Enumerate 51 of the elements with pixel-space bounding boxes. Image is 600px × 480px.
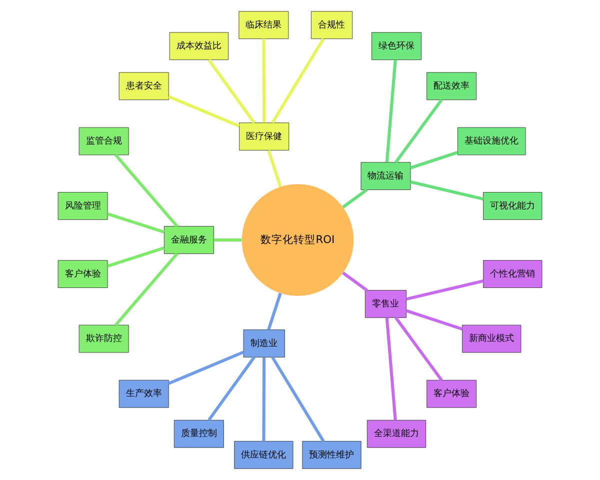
node-box: 个性化营销 — [483, 260, 542, 288]
node-box: 配送效率 — [426, 72, 477, 100]
node-circle: 数字化转型ROI — [242, 184, 354, 296]
node-box: 基础设施优化 — [457, 127, 526, 156]
node-box: 全渠道能力 — [366, 420, 426, 448]
connector — [107, 212, 164, 234]
connector — [107, 246, 164, 268]
connector — [168, 95, 240, 128]
connector — [342, 272, 368, 292]
connector — [214, 238, 242, 242]
connector — [271, 356, 325, 442]
node-box: 成本效益比 — [169, 32, 228, 60]
connector — [208, 59, 256, 124]
node-box: 医疗保健 — [239, 122, 290, 150]
node-box: 患者安全 — [118, 72, 169, 100]
node-box: 监管合规 — [78, 127, 129, 156]
connector — [114, 252, 178, 326]
node-box: 供应链优化 — [234, 440, 294, 469]
connector — [114, 154, 178, 228]
connector — [262, 357, 266, 442]
node-box: 制造业 — [243, 330, 285, 358]
connector — [267, 150, 282, 188]
node-box: 金融服务 — [164, 226, 214, 254]
connector — [262, 38, 266, 123]
node-box: 新商业模式 — [462, 324, 522, 353]
node-box: 客户体验 — [58, 260, 108, 288]
node-box: 客户体验 — [426, 380, 477, 408]
node-box: 风险管理 — [58, 192, 108, 220]
node-box: 生产效率 — [118, 380, 169, 408]
connector — [410, 180, 484, 201]
node-box: 绿色环保 — [372, 32, 422, 60]
node-box: 零售业 — [364, 290, 407, 318]
node-box: 物流运输 — [360, 162, 411, 190]
connector — [394, 316, 443, 382]
connector — [208, 356, 256, 421]
node-box: 预测性维护 — [302, 440, 362, 469]
connector — [168, 350, 244, 385]
connector — [385, 318, 397, 420]
connector — [385, 60, 397, 162]
connector — [267, 292, 282, 330]
node-box: 可视化能力 — [483, 192, 542, 220]
connector — [394, 98, 443, 164]
connector — [410, 150, 458, 170]
node-box: 质量控制 — [174, 420, 224, 448]
node-box: 临床结果 — [238, 11, 289, 40]
connector — [406, 280, 484, 301]
node-box: 合规性 — [310, 11, 353, 40]
connector — [271, 38, 325, 124]
connector — [342, 188, 368, 208]
node-box: 欺诈防控 — [78, 324, 129, 353]
connector — [406, 309, 463, 331]
